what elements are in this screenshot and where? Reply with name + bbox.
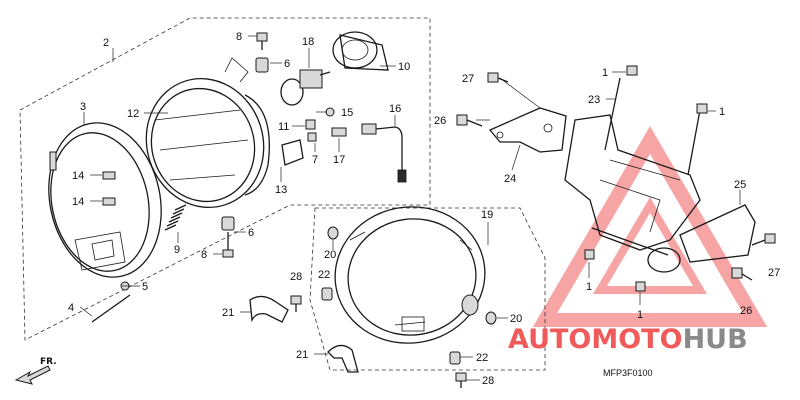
watermark-gray: HUB <box>683 324 748 355</box>
watermark-triangle <box>532 126 768 327</box>
adjust-screw-upper <box>256 32 268 50</box>
lower-assembly-box <box>309 207 546 371</box>
callout-11: 11 <box>278 121 289 133</box>
adjust-spring <box>164 204 187 231</box>
callout-15: 15 <box>341 107 353 119</box>
bolt-27-lower <box>751 233 776 246</box>
callout-1-bottom: 1 <box>637 309 643 321</box>
rim-clip-lower <box>102 197 116 206</box>
upper-assembly-box <box>19 17 431 341</box>
callout-1-top: 1 <box>602 67 608 79</box>
callout-22-upper: 22 <box>318 269 330 281</box>
bolt-26-upper <box>456 114 483 127</box>
watermark-text: AUTOMOTOHUB <box>508 324 748 355</box>
callout-6-upper: 6 <box>284 58 290 70</box>
clamp-lower <box>327 344 359 373</box>
callout-28-lower: 28 <box>482 375 494 387</box>
position-socket <box>281 119 317 166</box>
callout-21-upper: 21 <box>222 307 234 319</box>
callout-27-upper: 27 <box>462 73 474 85</box>
bolt-27-upper <box>487 72 509 83</box>
watermark-red: AUTOMOTO <box>508 324 683 355</box>
callout-22-lower: 22 <box>476 352 488 364</box>
callout-26-upper: 26 <box>434 115 446 127</box>
callout-8-lower: 8 <box>201 249 207 261</box>
callout-24: 24 <box>504 173 516 185</box>
callout-26-lower: 26 <box>740 305 752 317</box>
callout-20-upper: 20 <box>324 249 336 261</box>
headlight-rim <box>48 122 162 278</box>
callout-6-lower: 6 <box>248 227 254 239</box>
callout-1-mid: 1 <box>586 281 592 293</box>
callout-13: 13 <box>275 184 287 196</box>
callout-18: 18 <box>302 36 314 48</box>
headlight-unit <box>145 57 270 209</box>
callout-20-lower: 20 <box>510 313 522 325</box>
headlight-case <box>334 206 486 344</box>
callout-12: 12 <box>127 108 139 120</box>
callout-19: 19 <box>481 209 493 221</box>
callout-3: 3 <box>80 101 86 113</box>
callout-10: 10 <box>398 61 410 73</box>
position-bulb-17 <box>331 127 347 137</box>
sub-harness <box>361 123 407 183</box>
bolt-1-bottom <box>635 281 646 292</box>
direction-label: FR. <box>40 357 57 367</box>
callout-25: 25 <box>734 179 746 191</box>
long-screw <box>91 294 131 323</box>
case-grommet-upper <box>327 226 339 240</box>
upper-bracket <box>488 107 567 153</box>
case-grommet-lower <box>485 311 497 325</box>
callout-2: 2 <box>103 37 109 49</box>
callout-5: 5 <box>142 281 148 293</box>
callout-16: 16 <box>389 103 401 115</box>
callout-14-upper: 14 <box>72 170 84 182</box>
collar-22-lower <box>449 351 461 365</box>
collar-22-upper <box>321 287 333 301</box>
collar-upper <box>255 57 269 73</box>
clamp-upper <box>249 295 289 323</box>
bulb-dust-cover <box>332 31 389 71</box>
side-bracket <box>679 204 756 263</box>
callout-9: 9 <box>174 244 180 256</box>
headlight-stay <box>564 77 701 273</box>
collar-lower <box>221 216 235 231</box>
bolt-1-top <box>626 65 638 76</box>
bolt-26-lower <box>731 267 753 281</box>
callout-21-lower: 21 <box>296 349 308 361</box>
callout-28-upper: 28 <box>290 271 302 283</box>
callout-17: 17 <box>333 154 345 166</box>
bolt-1-right <box>696 103 708 114</box>
callout-8-upper: 8 <box>236 31 242 43</box>
callout-1-right: 1 <box>719 106 725 118</box>
bolt-28-upper <box>290 295 302 312</box>
front-direction-arrow: FR. <box>14 357 57 385</box>
callout-labels: 2 3 12 8 6 18 10 16 15 11 7 17 13 14 14 … <box>68 31 780 387</box>
position-bulb-15 <box>325 107 335 117</box>
headlight-bulb <box>280 69 331 106</box>
callout-4: 4 <box>68 302 74 314</box>
leader-lines <box>79 35 741 381</box>
callout-14-lower: 14 <box>72 196 84 208</box>
callout-23: 23 <box>588 94 600 106</box>
rim-clip-upper <box>102 171 116 180</box>
callout-27-lower: 27 <box>768 267 780 279</box>
bolt-28-lower <box>455 372 467 388</box>
adjust-screw-lower <box>222 232 234 258</box>
bolt-1-mid <box>584 249 595 260</box>
callout-7: 7 <box>312 154 318 166</box>
diagram-code: MFP3F0100 <box>603 368 653 378</box>
